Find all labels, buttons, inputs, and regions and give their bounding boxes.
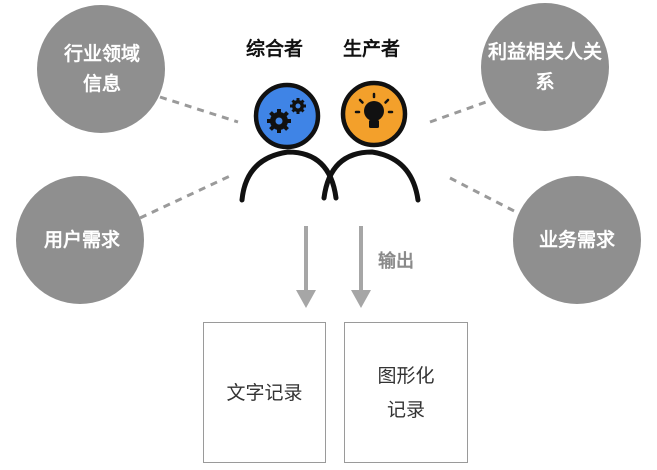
lightbulb-icon: [354, 92, 394, 128]
circle-label-stakeholder: 利益相关人关系: [487, 41, 602, 93]
circle-industry: [37, 5, 165, 133]
output-text-record: 文字记录: [226, 381, 303, 404]
producer-head: [340, 80, 408, 148]
output-graphic-record: 图形化记录: [377, 364, 435, 421]
connector-business: [449, 176, 517, 214]
figure-bodies: [239, 149, 421, 203]
circle-label-business: 业务需求: [538, 229, 615, 251]
role-synthesizer: 综合者: [246, 38, 304, 60]
circle-user: [16, 176, 144, 304]
connector-stakeholder: [429, 100, 487, 124]
gears-icon: [267, 98, 306, 133]
role-producer: 生产者: [343, 38, 401, 60]
output-arrows: [296, 226, 371, 308]
output-box-text: 文字记录: [203, 322, 326, 463]
connector-industry: [159, 95, 239, 124]
circle-business: [513, 176, 641, 304]
synthesizer-head: [253, 82, 321, 150]
circle-label-user: 用户需求: [43, 229, 120, 251]
output-label: 输出: [378, 251, 414, 272]
connector-user: [139, 174, 231, 220]
output-box-graphic: 图形化记录: [344, 322, 468, 463]
circle-label-industry: 行业领域信息: [63, 43, 140, 95]
circle-stakeholder: [481, 3, 609, 131]
